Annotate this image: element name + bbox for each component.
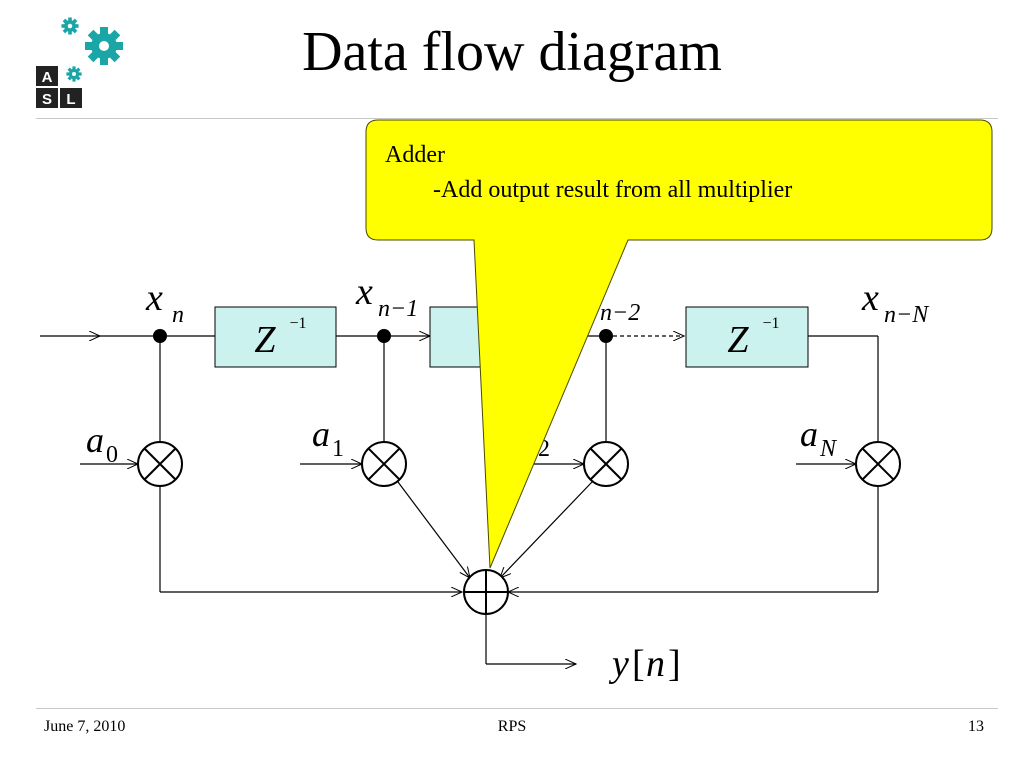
logo-letter-l: L bbox=[66, 91, 75, 108]
logo-tile-a bbox=[36, 66, 58, 86]
multiplier-n bbox=[855, 441, 901, 487]
delay-box-n: Z −1 bbox=[685, 306, 809, 368]
slide-title: Data flow diagram bbox=[302, 21, 722, 83]
small-gear-icon bbox=[61, 17, 79, 35]
fir-data-flow-diagram: Z −1 Z −1 x n x n−1 n−2 bbox=[40, 119, 993, 685]
mul1-to-adder bbox=[397, 481, 470, 578]
dot-xn2 bbox=[599, 329, 613, 343]
callout-description: -Add output result from all multiplier bbox=[433, 176, 793, 203]
svg-text:n−2: n−2 bbox=[600, 300, 640, 326]
multiplier-2 bbox=[583, 441, 629, 487]
small-gear-icon-2 bbox=[66, 66, 82, 82]
title-divider bbox=[36, 118, 998, 119]
svg-text:−1: −1 bbox=[289, 315, 306, 332]
footer-divider bbox=[36, 708, 998, 709]
logo-tile-l bbox=[60, 88, 82, 108]
svg-text:n: n bbox=[172, 302, 184, 328]
page-number: 13 bbox=[968, 718, 984, 735]
svg-text:a: a bbox=[312, 414, 330, 454]
svg-text:]: ] bbox=[668, 643, 681, 685]
svg-text:y: y bbox=[608, 643, 629, 685]
logo-letter-s: S bbox=[42, 91, 52, 108]
callout-title: Adder bbox=[385, 142, 445, 168]
svg-text:x: x bbox=[861, 277, 879, 319]
adder bbox=[463, 569, 509, 615]
mul2-to-adder bbox=[500, 481, 593, 578]
svg-text:Z: Z bbox=[727, 319, 749, 361]
multiplier-1 bbox=[361, 441, 407, 487]
dot-xn1 bbox=[377, 329, 391, 343]
node-label-xn: x n bbox=[145, 277, 184, 328]
svg-text:n: n bbox=[646, 643, 665, 685]
svg-text:a: a bbox=[86, 420, 104, 460]
svg-text:0: 0 bbox=[106, 442, 118, 468]
dot-xn bbox=[153, 329, 167, 343]
svg-text:x: x bbox=[145, 277, 163, 319]
footer-date: June 7, 2010 bbox=[44, 718, 126, 735]
coef-label-a1: a 1 bbox=[312, 414, 344, 462]
footer-center-text: RPS bbox=[497, 718, 527, 735]
svg-text:−1: −1 bbox=[762, 315, 779, 332]
svg-text:N: N bbox=[819, 436, 838, 462]
gear-icon bbox=[85, 27, 123, 65]
svg-text:Z: Z bbox=[254, 319, 276, 361]
callout-text: Adder -Add output result from all multip… bbox=[385, 138, 792, 208]
coef-label-aN: a N bbox=[800, 414, 838, 462]
delay-box-1: Z −1 bbox=[214, 306, 337, 368]
coef-label-a0: a 0 bbox=[86, 420, 118, 468]
signal-lines bbox=[40, 336, 879, 664]
node-label-xnN: x n−N bbox=[861, 277, 930, 328]
svg-text:[: [ bbox=[632, 643, 645, 685]
node-label-xn1: x n−1 bbox=[355, 271, 418, 322]
junction-dots bbox=[153, 329, 613, 343]
multiplier-0 bbox=[137, 441, 183, 487]
output-label: y [ n ] bbox=[608, 643, 681, 685]
logo-letter-a: A bbox=[42, 69, 53, 86]
svg-text:a: a bbox=[800, 414, 818, 454]
asl-logo: A S L bbox=[36, 17, 123, 108]
svg-text:n−N: n−N bbox=[884, 302, 930, 328]
svg-text:1: 1 bbox=[332, 436, 344, 462]
logo-tile-s bbox=[36, 88, 58, 108]
node-label-xn2: n−2 bbox=[600, 300, 640, 326]
svg-text:n−1: n−1 bbox=[378, 296, 418, 322]
svg-text:x: x bbox=[355, 271, 373, 313]
callout-shape bbox=[365, 119, 993, 569]
